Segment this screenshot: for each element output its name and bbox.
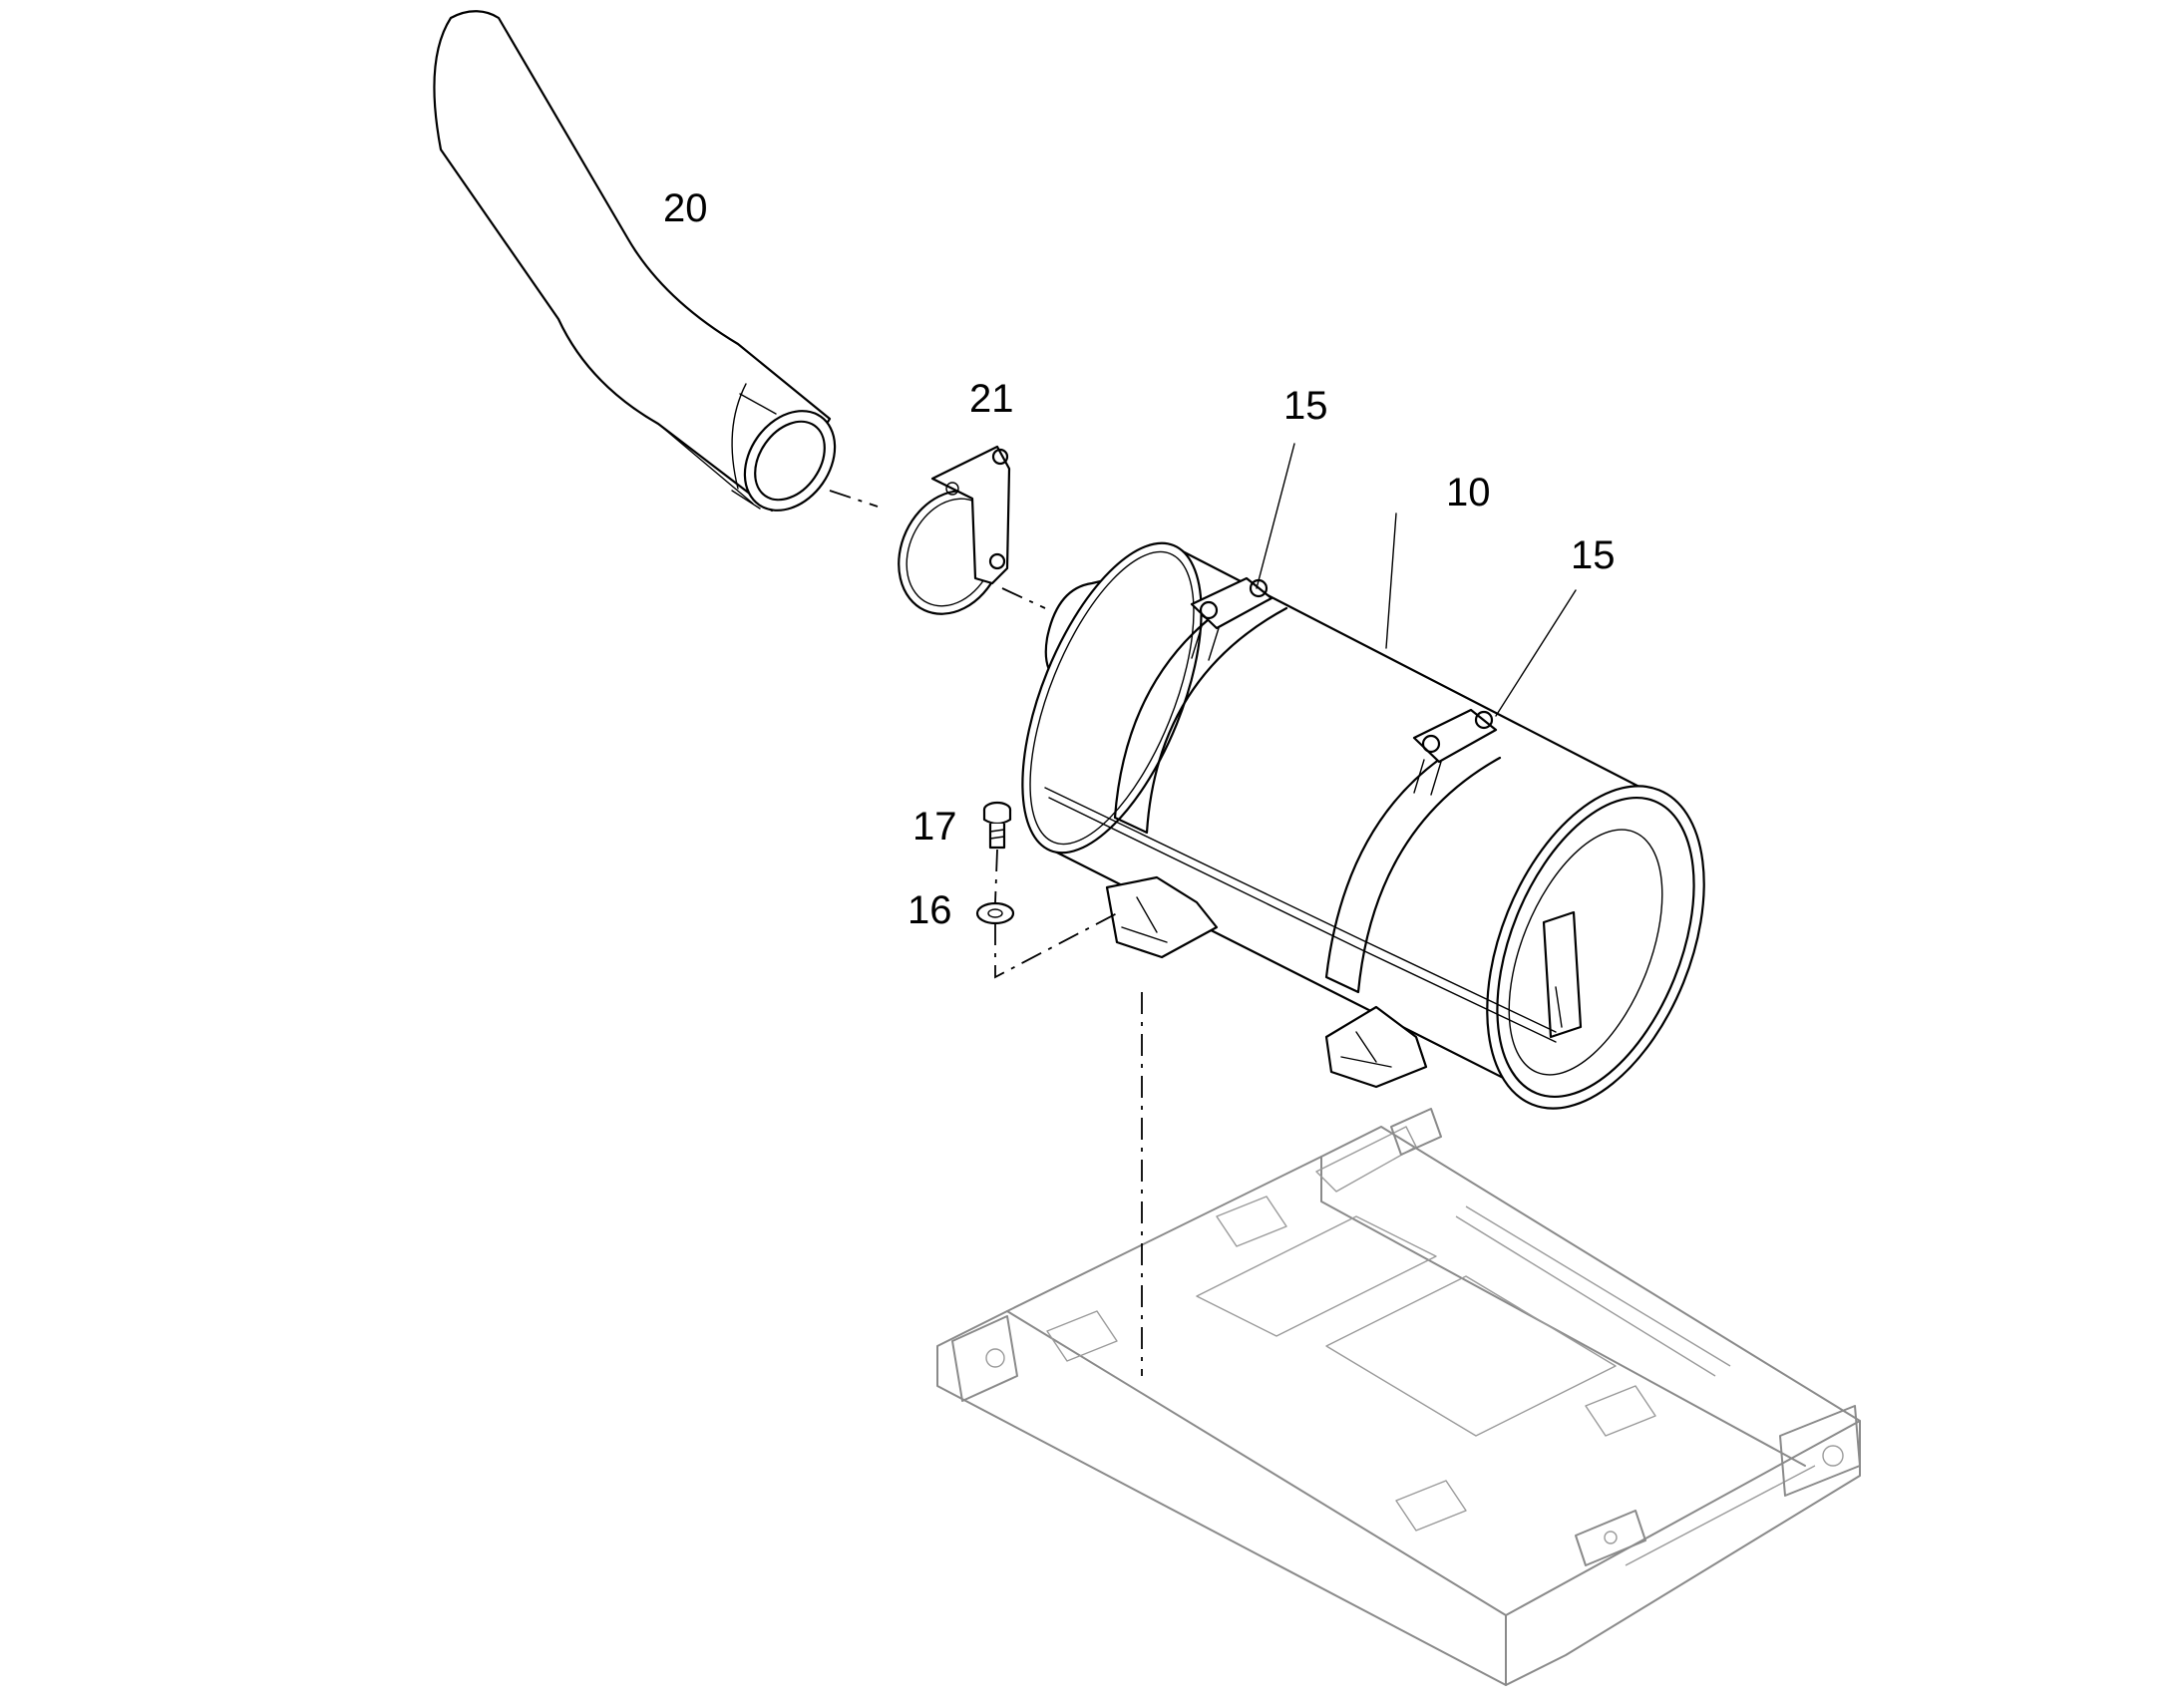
callout-21: 21: [969, 377, 1014, 421]
strap-clamp-part-15-lower[interactable]: [1412, 708, 1498, 796]
callout-20: 20: [663, 186, 708, 230]
callout-15-lower: 15: [1571, 533, 1616, 577]
pipe-clamp-part-21[interactable]: [880, 445, 1024, 631]
callout-15-upper: 15: [1283, 384, 1328, 428]
leader-lines: [1256, 443, 1577, 717]
callout-16: 16: [908, 888, 952, 932]
exhaust-pipe-part-20[interactable]: [433, 10, 853, 527]
muffler-part-10[interactable]: [985, 519, 1746, 1140]
assembly-lines: [829, 490, 1143, 1376]
callout-17: 17: [912, 805, 957, 849]
bolt-part-17[interactable]: [982, 801, 1012, 850]
callout-10: 10: [1446, 471, 1491, 514]
washer-part-16[interactable]: [975, 901, 1015, 925]
mounting-frame: [936, 1108, 1861, 1686]
